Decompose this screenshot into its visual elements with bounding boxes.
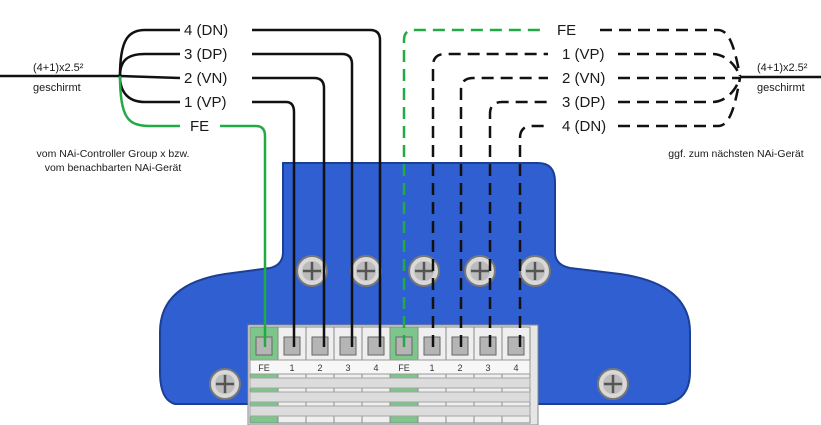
- terminal-label: 2: [457, 363, 462, 373]
- wire-fe-right: [402, 28, 545, 347]
- screw-icon: [296, 255, 328, 287]
- terminal-block: [247, 324, 539, 425]
- left-wires: [0, 28, 382, 347]
- terminal-label: 4: [373, 363, 378, 373]
- wire-label: 2 (VN): [184, 70, 227, 87]
- wire-label: 3 (DP): [184, 46, 227, 63]
- screw-icon: [464, 255, 496, 287]
- wire-vn: [252, 76, 326, 347]
- wire-vp-right: [431, 52, 548, 347]
- terminal-label: 2: [317, 363, 322, 373]
- terminal-label: FE: [398, 363, 410, 373]
- wire-vn-right: [459, 76, 548, 347]
- wire-label: 2 (VN): [562, 70, 605, 87]
- source-note-line1: vom NAi-Controller Group x bzw.: [37, 148, 190, 160]
- right-wire-labels: FE 1 (VP) 2 (VN) 3 (DP) 4 (DN): [557, 22, 606, 135]
- right-cable-spec: (4+1)x2.5²: [757, 62, 808, 74]
- destination-note: ggf. zum nächsten NAi-Gerät: [668, 148, 803, 160]
- terminal-lower: [249, 377, 531, 417]
- right-wires: [402, 28, 742, 347]
- left-wire-labels: 4 (DN) 3 (DP) 2 (VN) 1 (VP) FE: [184, 22, 228, 135]
- terminal-label: 1: [429, 363, 434, 373]
- screw-icon: [350, 255, 382, 287]
- terminal-label: 3: [345, 363, 350, 373]
- screw-icon: [408, 255, 440, 287]
- left-cable-note: geschirmt: [33, 82, 81, 94]
- terminal-label: FE: [258, 363, 270, 373]
- left-cable-spec: (4+1)x2.5²: [33, 62, 84, 74]
- wire-dp-right: [488, 100, 548, 347]
- wire-label: 1 (VP): [184, 94, 227, 111]
- terminal-label: 1: [289, 363, 294, 373]
- terminal-labels: FE 1 2 3 4 FE 1 2 3 4: [258, 363, 518, 373]
- right-cable-note: geschirmt: [757, 82, 805, 94]
- wire-label: 3 (DP): [562, 94, 605, 111]
- wire-label: FE: [557, 22, 576, 39]
- wire-dn-right: [518, 124, 548, 347]
- screw-icon: [597, 368, 629, 400]
- terminal-label: 4: [513, 363, 518, 373]
- wire-vp: [252, 100, 296, 347]
- wire-dn: [252, 28, 382, 347]
- screw-icon: [519, 255, 551, 287]
- wire-label: FE: [190, 118, 209, 135]
- screw-icon: [209, 368, 241, 400]
- terminal-label: 3: [485, 363, 490, 373]
- wire-label: 4 (DN): [184, 22, 228, 39]
- wire-label: 4 (DN): [562, 118, 606, 135]
- wire-dp: [252, 52, 354, 347]
- wire-label: 1 (VP): [562, 46, 605, 63]
- source-note-line2: vom benachbarten NAi-Gerät: [45, 162, 182, 174]
- wire-fe-left: [220, 124, 267, 347]
